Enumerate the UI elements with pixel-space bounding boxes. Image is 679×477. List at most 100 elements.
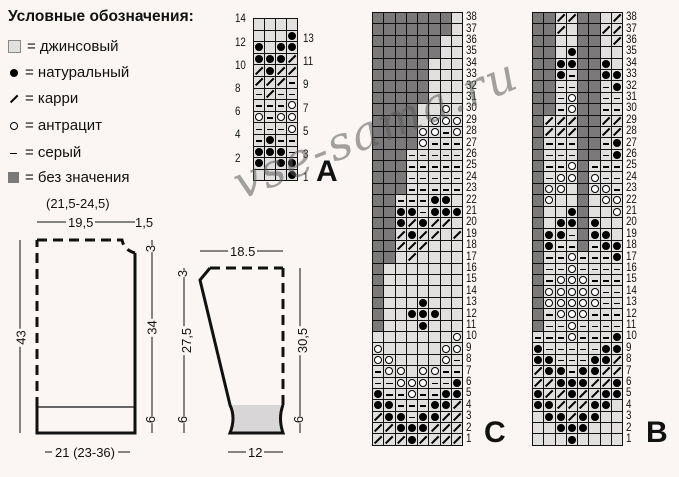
dash-symbol-icon [407,161,417,171]
stitch-cell [254,158,264,169]
ring-symbol-icon [578,286,588,296]
no-value-cell [418,58,429,69]
no-value-cell [373,263,384,274]
row-number: 20 [626,216,638,229]
no-value-cell [373,183,384,195]
empty-cell [440,229,452,240]
no-value-cell [589,69,600,81]
stitch-cell [555,423,566,434]
ring-symbol-icon [452,332,462,342]
empty-cell [429,252,440,263]
stitch-cell [589,218,600,229]
back-body-height: 34 [144,318,160,337]
dot-symbol-icon [556,70,566,80]
dot-symbol-icon [556,59,566,69]
stitch-cell [555,104,566,115]
stitch-cell [418,161,429,172]
dot-symbol-icon [612,81,622,91]
stitch-cell [276,100,286,111]
stitch-cell [555,354,566,366]
no-value-cell [578,81,589,92]
empty-cell [429,343,440,354]
row-number: 33 [626,68,638,81]
dot-symbol-icon [544,229,554,239]
slash-symbol-icon [407,218,417,228]
row-number: 11 [626,319,637,331]
no-value-cell [533,115,544,126]
stitch-cell [276,158,286,169]
stitch-cell [544,320,555,331]
stitch-cell [589,297,600,309]
dot-symbol-icon [612,138,622,148]
no-value-cell [578,161,589,172]
stitch-cell [555,183,566,195]
stitch-cell [600,320,612,331]
stitch-cell [612,92,623,104]
stitch-cell [589,172,600,183]
empty-cell [440,274,452,286]
no-value-cell [373,69,384,81]
ring-symbol-icon [567,252,577,262]
dash-symbol-icon [556,150,566,160]
stitch-cell [612,149,623,161]
dash-symbol-icon [567,355,577,365]
dot-symbol-icon [441,389,451,399]
dot-symbol-icon [556,378,566,388]
dot-symbol-icon [287,42,297,53]
stitch-cell [429,229,440,240]
legend-item: = джинсовый [8,38,119,55]
stitch-cell [384,434,395,445]
empty-cell [395,263,406,274]
empty-cell [418,104,429,115]
dash-symbol-icon [418,172,428,182]
dot-symbol-icon [544,366,554,376]
stitch-cell [600,172,612,183]
stitch-cell [600,263,612,274]
ring-symbol-icon [276,112,286,123]
stitch-cell [600,161,612,172]
stitch-cell [612,263,623,274]
stitch-cell [600,297,612,309]
dash-symbol-icon [452,184,462,194]
stitch-cell [555,309,566,320]
empty-cell [418,274,429,286]
no-value-cell [384,218,395,229]
no-value-cell [395,138,406,149]
stitch-cell [612,183,623,195]
dot-symbol-icon [567,423,577,433]
slash-symbol-icon [384,434,394,444]
dash-symbol-icon [601,332,611,342]
stitch-cell [600,400,612,411]
row-number: 3 [466,410,472,423]
dot-symbol-icon [429,195,439,205]
dot-symbol-icon [601,343,611,353]
empty-cell [600,411,612,423]
row-number: 11 [303,56,314,69]
ring-symbol-icon [578,298,588,308]
stitch-cell [578,297,589,309]
stitch-cell [566,331,578,343]
row-number: 30 [466,102,478,115]
dash-symbol-icon [578,264,588,274]
stitch-cell [406,183,418,195]
dash-symbol-icon [567,70,577,80]
dot-symbol-icon [276,42,286,53]
empty-cell [600,13,612,24]
no-value-cell [589,35,600,47]
dot-symbol-icon [407,207,417,217]
stitch-cell [384,423,395,434]
stitch-cell [566,229,578,240]
dash-symbol-icon [418,150,428,160]
dot-symbol-icon [287,31,297,42]
row-number: 13 [303,32,314,45]
empty-cell [612,47,623,58]
dash-symbol-icon [601,309,611,319]
stitch-cell [566,115,578,126]
ring-symbol-icon [373,355,383,365]
dot-symbol-icon [429,309,439,319]
stitch-cell [566,320,578,331]
no-value-cell [384,126,395,138]
no-value-cell [373,172,384,183]
empty-cell [395,297,406,309]
stitch-cell [440,343,452,354]
